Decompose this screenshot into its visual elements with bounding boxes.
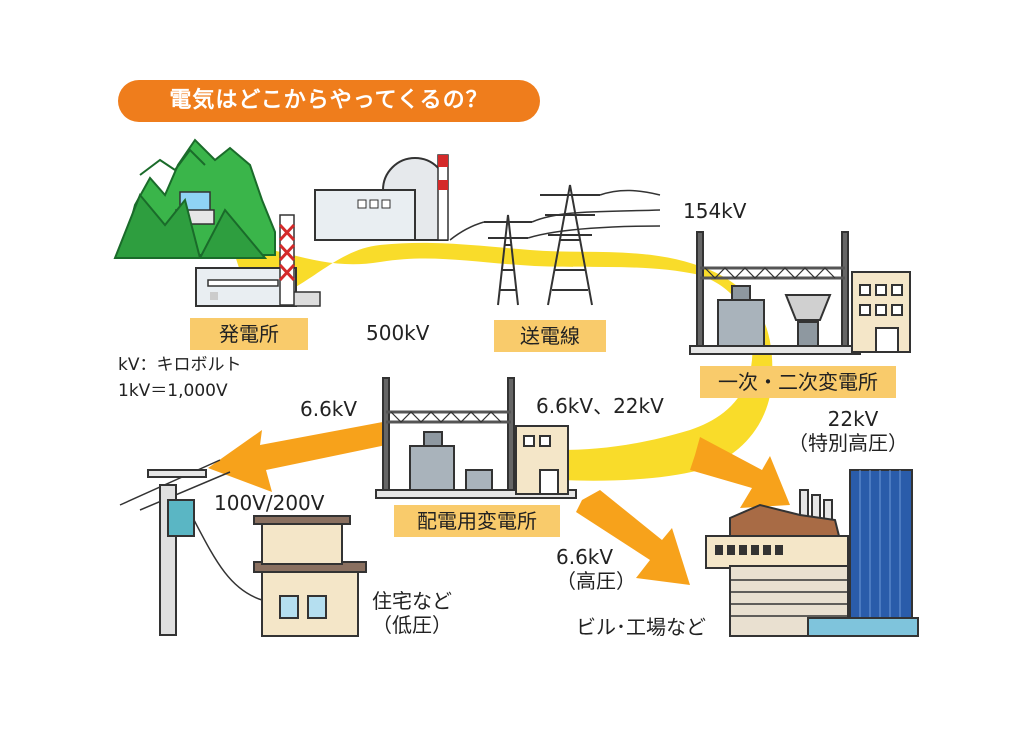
voltage-154kv: 154kV	[683, 199, 747, 223]
voltage-6-6kv-note: （高圧）	[556, 569, 636, 593]
voltage-6-6kv-factory: 6.6kV	[556, 545, 614, 569]
distribution-substation-icon	[375, 377, 577, 499]
legend-kv-definition: 1kV＝1,000V	[118, 381, 228, 401]
voltage-6-6kv-homes: 6.6kV	[300, 397, 358, 421]
skyscraper-icon	[849, 469, 913, 636]
voltage-6-6kv-22kv: 6.6kV、22kV	[536, 394, 664, 418]
distribution-substation-label: 配電用変電所	[394, 505, 560, 537]
nuclear-plant-icon	[314, 154, 449, 241]
arrow-to-large-building	[690, 437, 790, 508]
buildings-factories-label: ビル･工場など	[576, 615, 706, 639]
voltage-22kv-note: （特別高圧）	[788, 431, 908, 455]
power-station-label: 発電所	[190, 318, 308, 350]
hydro-dam-icon	[113, 138, 276, 259]
legend-kv: kV：キロボルト	[118, 355, 242, 375]
homes-label: 住宅など	[372, 589, 452, 613]
voltage-500kv: 500kV	[366, 321, 430, 345]
arrow-to-factory	[576, 490, 690, 585]
primary-substation-icon	[689, 231, 911, 355]
transmission-tower-icon	[449, 184, 661, 306]
page-title: 電気はどこからやってくるの？	[118, 80, 540, 122]
factory-icon	[705, 489, 919, 637]
arrow-to-homes	[208, 422, 386, 492]
homes-voltage-note: （低圧）	[372, 613, 452, 637]
voltage-100v-200v: 100V/200V	[214, 491, 325, 515]
power-plant-building-icon	[195, 214, 321, 307]
primary-substation-label: 一次・二次変電所	[700, 366, 896, 398]
house-icon	[253, 515, 367, 637]
utility-pole-icon	[119, 459, 263, 636]
voltage-22kv: 22kV	[827, 407, 879, 431]
transmission-lines-label: 送電線	[494, 320, 606, 352]
